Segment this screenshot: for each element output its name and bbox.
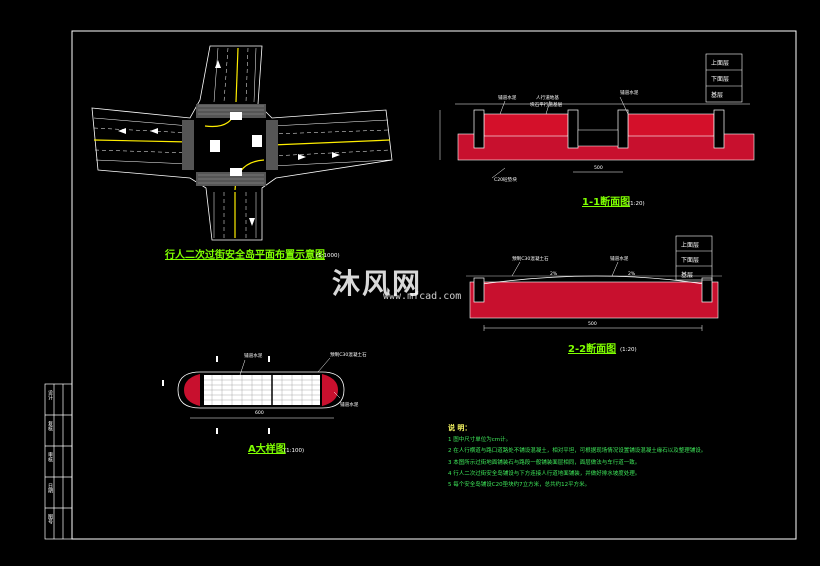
layer-legend-2-mid: 下面层 [681, 257, 700, 264]
detail-scale: (1:100) [284, 448, 305, 454]
intersection-plan [91, 45, 393, 241]
layer-legend-1-mid: 下面层 [711, 76, 730, 83]
plan-title: 行人二次过街安全岛平面布置示意图 [165, 250, 325, 261]
tb-check: 复核 [47, 421, 53, 431]
s2-grade-1: 2% [550, 272, 558, 277]
s2-grade-2: 2% [628, 272, 636, 277]
s2-label-paving: 铺道水泥 [610, 257, 629, 262]
note-5: 5 每个安全岛铺设C20垫块约7立方米，总共约12平方米。 [448, 482, 591, 489]
detail-label-top-right: 预制C30混凝土石 [330, 353, 367, 358]
watermark-url: www.mfcad.com [383, 291, 462, 302]
layer-legend-2-top: 上面层 [681, 242, 700, 249]
s1-label-curb2: 铺道水泥 [620, 91, 639, 96]
s1-label-c20: C20砼垫块 [494, 178, 517, 183]
note-4: 4 行人二次过街安全岛铺设与下方连接人行道地面铺装，并做好排水坡度处理。 [448, 470, 641, 477]
s2-label-stone: 预制C30混凝土石 [512, 257, 549, 262]
title-block [44, 383, 73, 540]
tb-review: 审核 [47, 452, 53, 462]
layer-legend-1-base: 基层 [711, 92, 724, 99]
notes-heading: 说 明： [448, 424, 472, 432]
s1-dim: 500 [594, 166, 603, 171]
s1-label-brick: 块石平行道基层 [530, 103, 563, 108]
section-2-2 [466, 261, 722, 331]
detail-title: A大样图 [248, 444, 286, 455]
plan-scale: (1:1000) [316, 253, 340, 259]
watermark-logo: 沐风网 [332, 267, 423, 300]
layer-legend-1 [705, 53, 743, 103]
section2-title: 2-2断面图 [568, 344, 617, 355]
s1-label-path: 人行道地基 [536, 96, 559, 101]
layer-legend-2 [675, 235, 713, 281]
section-marks [162, 356, 270, 434]
s1-label-curb: 铺道水泥 [498, 96, 517, 101]
tb-number: 图号 [47, 514, 53, 524]
tb-design: 设计 [47, 390, 53, 400]
detail-width: 600 [255, 411, 264, 416]
layer-legend-1-top: 上面层 [711, 60, 730, 67]
layer-legend-2-base: 基层 [681, 272, 694, 279]
detail-label-bottom-right: 铺道水泥 [340, 403, 359, 408]
section1-scale: (1:20) [628, 201, 645, 207]
outer-frame [71, 30, 797, 540]
section2-scale: (1:20) [620, 347, 637, 353]
tb-date: 日期 [47, 483, 53, 493]
detail-a [177, 357, 345, 419]
note-2: 2 在人行横道与路口道路处不铺设混凝土，相对平坦，可根据现场情况设置铺设混凝土缘… [448, 448, 707, 455]
notes-block: 说 明： 1 图中尺寸单位为cm计。 2 在人行横道与路口道路处不铺设混凝土，相… [448, 423, 778, 491]
detail-label-top-left: 铺道水泥 [244, 354, 263, 359]
s2-width: 500 [588, 322, 597, 327]
section1-title: 1-1断面图 [582, 197, 631, 208]
note-1: 1 图中尺寸单位为cm计。 [448, 437, 512, 444]
note-3: 3 本图所示过街地面铺装石与路段一般铺装面层相同，面层做法与车行道一致。 [448, 459, 641, 466]
section-1-1 [439, 96, 755, 179]
